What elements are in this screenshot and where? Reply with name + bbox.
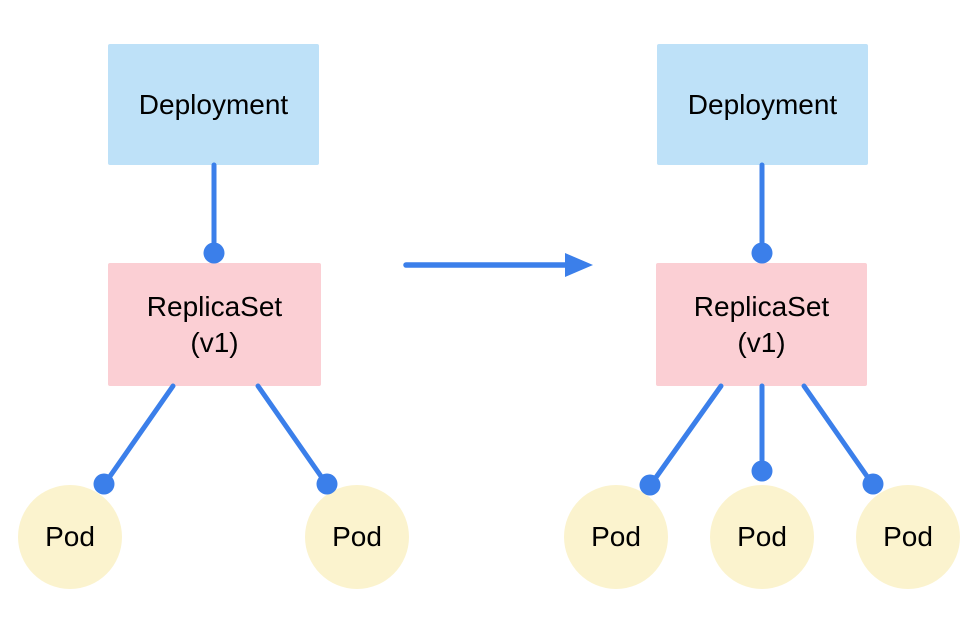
pod-node-before-1: Pod (18, 485, 122, 589)
deployment-label: Deployment (138, 88, 289, 120)
edge-before-replicaset-pod2 (255, 383, 328, 485)
deployment-node-after: Deployment (657, 44, 868, 165)
transition-arrow-head (565, 253, 593, 277)
pod-label: Pod (591, 521, 641, 553)
pod-node-after-3: Pod (856, 485, 960, 589)
pod-label: Pod (332, 521, 382, 553)
replicaset-node-after: ReplicaSet (v1) (656, 263, 867, 386)
pod-label: Pod (883, 521, 933, 553)
edge-after-replicaset-pod1 (649, 383, 724, 486)
edge-dot (751, 242, 773, 264)
deployment-label: Deployment (687, 88, 838, 120)
pod-label: Pod (737, 521, 787, 553)
edge-dot (862, 473, 884, 495)
replicaset-label-line2: (v1) (737, 326, 786, 358)
replicaset-label-line1: ReplicaSet (693, 290, 830, 322)
deployment-node-before: Deployment (108, 44, 319, 165)
replicaset-label-line1: ReplicaSet (146, 290, 283, 322)
pod-node-after-2: Pod (710, 485, 814, 589)
pod-node-before-2: Pod (305, 485, 409, 589)
replicaset-label-line2: (v1) (190, 326, 239, 358)
edge-after-replicaset-pod3 (801, 383, 874, 485)
pod-label: Pod (45, 521, 95, 553)
edge-dot (751, 460, 773, 482)
edge-dot (203, 242, 225, 264)
edge-before-replicaset-pod1 (103, 383, 176, 485)
replicaset-node-before: ReplicaSet (v1) (108, 263, 321, 386)
pod-node-after-1: Pod (564, 485, 668, 589)
